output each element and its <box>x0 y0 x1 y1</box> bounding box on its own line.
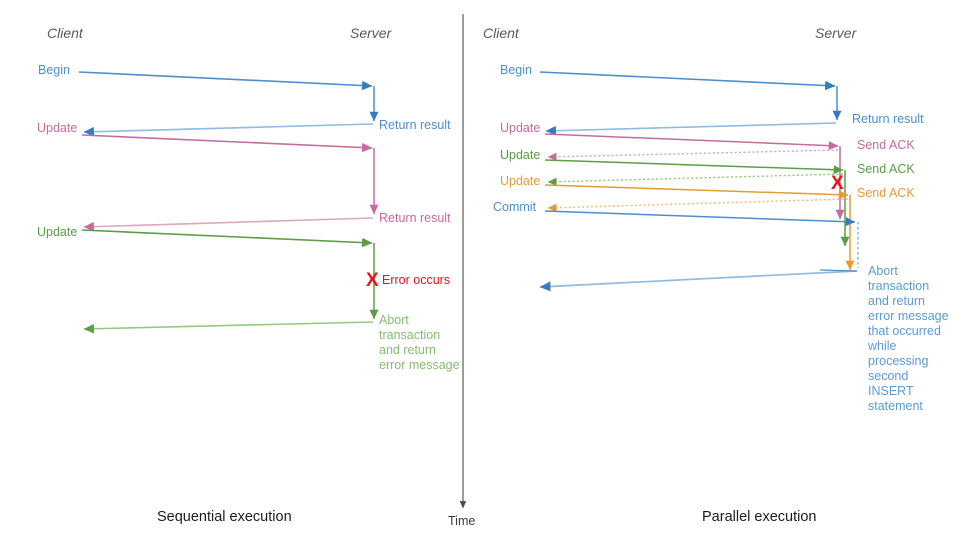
left-error-x-icon: X <box>366 270 379 291</box>
left-arrow-update-2 <box>81 229 379 320</box>
right-server-label-ack-3: Send ACK <box>857 186 915 200</box>
right-client-header: Client <box>483 25 519 41</box>
right-client-label-update-1: Update <box>500 121 541 135</box>
right-arrow-ack-pink <box>547 149 839 161</box>
right-arrow-abort-return <box>539 269 858 292</box>
right-server-header: Server <box>815 25 857 41</box>
time-axis-label: Time <box>448 514 476 528</box>
left-server-label-error-occurs: Error occurs <box>382 273 451 287</box>
left-server-label-abort-message: Abort transaction and return error messa… <box>379 313 460 372</box>
left-arrow-return-result-2 <box>83 217 374 232</box>
left-arrow-update-1 <box>81 134 379 215</box>
left-client-label-begin: Begin <box>38 63 70 77</box>
right-arrow-ack-green <box>547 173 844 186</box>
left-arrow-begin <box>78 71 379 122</box>
left-server-label-return-result-1: Return result <box>379 118 451 132</box>
right-arrow-update-green <box>544 159 850 247</box>
left-client-header: Client <box>47 25 83 41</box>
left-server-label-return-result-2: Return result <box>379 211 451 225</box>
right-server-label-return-result: Return result <box>852 112 924 126</box>
right-arrow-update-orange <box>544 184 855 271</box>
right-server-label-ack-1: Send ACK <box>857 138 915 152</box>
right-arrow-commit <box>544 210 859 268</box>
right-arrow-return-result <box>545 122 837 136</box>
right-server-label-ack-2: Send ACK <box>857 162 915 176</box>
left-client-label-update-1: Update <box>37 121 78 135</box>
right-arrow-ack-orange <box>547 198 849 212</box>
right-error-x-icon: X <box>831 173 844 194</box>
left-panel-caption: Sequential execution <box>157 509 292 525</box>
left-server-header: Server <box>350 25 392 41</box>
left-client-label-update-2: Update <box>37 225 78 239</box>
left-arrow-abort-return <box>83 321 374 334</box>
right-client-label-commit: Commit <box>493 200 537 214</box>
right-panel-caption: Parallel execution <box>702 509 817 525</box>
right-client-label-begin: Begin <box>500 63 532 77</box>
right-client-label-update-3: Update <box>500 174 541 188</box>
right-arrow-begin <box>539 71 842 121</box>
right-arrow-update-pink <box>544 133 845 220</box>
left-arrow-return-result-1 <box>83 123 374 137</box>
right-client-label-update-2: Update <box>500 148 541 162</box>
right-server-label-abort-message: Abort transaction and return error messa… <box>868 264 949 413</box>
